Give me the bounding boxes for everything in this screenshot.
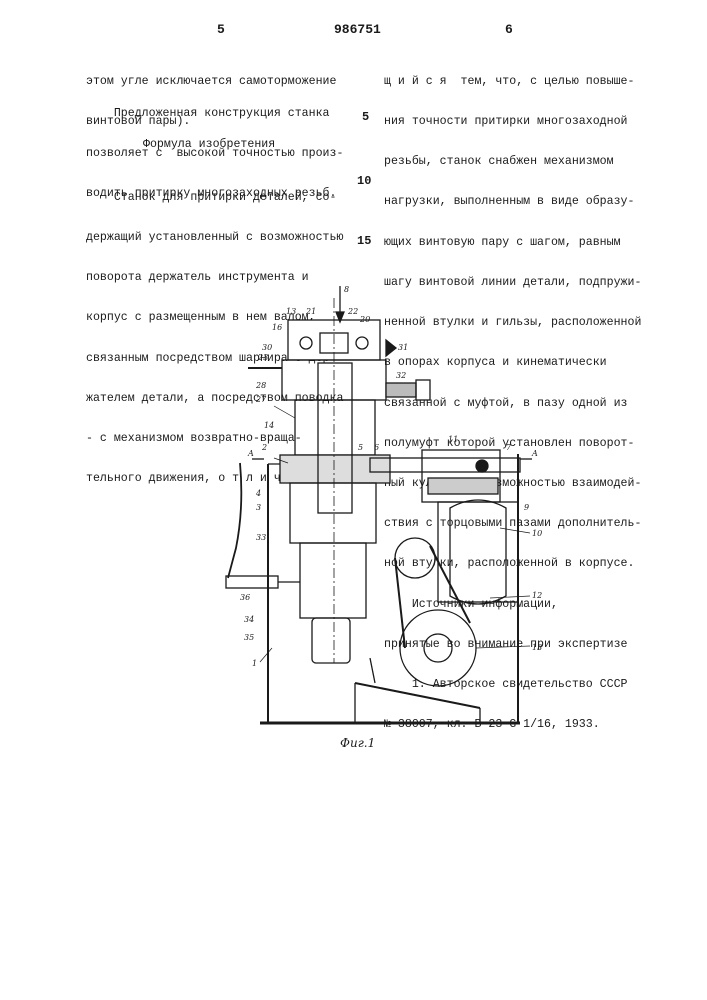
label-10: 10	[532, 529, 542, 538]
label-22: 22	[347, 307, 358, 316]
label-A-right: A	[531, 449, 538, 458]
label-27: 27	[255, 395, 267, 404]
label-11: 11	[448, 435, 458, 444]
text-line: ющих винтовую пару с шагом, равным	[384, 236, 641, 249]
label-14: 14	[264, 421, 274, 430]
text-line: резьбы, станок снабжен механизмом	[384, 155, 641, 168]
text-line: щ и й с я тем, что, с целью повыше-	[384, 75, 641, 88]
label-35: 35	[244, 633, 254, 642]
page-number-left: 5	[217, 22, 225, 37]
line-number-10: 10	[357, 174, 371, 188]
label-3: 3	[256, 503, 261, 512]
label-1: 1	[252, 659, 257, 668]
label-13: 13	[286, 307, 296, 316]
label-34: 34	[244, 615, 254, 624]
text-line: Станок для притирки деталей, со-	[86, 191, 343, 204]
page-number-right: 6	[505, 22, 513, 37]
label-21: 21	[305, 307, 316, 316]
label-23: 23	[257, 353, 268, 362]
line-number-5: 5	[362, 110, 369, 124]
label-A-left: A	[247, 449, 254, 458]
claims-heading: Формула изобретения	[143, 138, 275, 151]
text-line: нагрузки, выполненным в виде образу-	[384, 195, 641, 208]
label-32: 32	[396, 371, 406, 380]
line-number-15: 15	[357, 234, 371, 248]
label-6: 6	[374, 443, 379, 452]
label-30: 30	[262, 343, 272, 352]
label-4: 4	[255, 489, 261, 498]
label-31: 31	[398, 343, 408, 352]
label-7: 7	[506, 443, 512, 452]
label-2: 2	[261, 443, 267, 452]
label-33: 33	[256, 533, 266, 542]
label-28: 28	[255, 381, 266, 390]
patent-number: 986751	[334, 22, 381, 37]
text-line: ния точности притирки многозаходной	[384, 115, 641, 128]
text-line: Предложенная конструкция станка	[86, 107, 343, 120]
label-5: 5	[358, 443, 363, 452]
label-13-bottom: 13	[532, 643, 542, 652]
figure-caption: Фиг.1	[340, 736, 375, 750]
text-line: держащий установленный с возможностью	[86, 231, 343, 244]
label-12: 12	[532, 591, 542, 600]
label-8: 8	[344, 285, 349, 294]
label-20: 20	[359, 315, 370, 324]
label-36: 36	[240, 593, 250, 602]
label-9: 9	[524, 503, 529, 512]
technical-drawing: 8 13 21 22 20 16 30 23 31 28 27 32 14 2 …	[200, 278, 560, 758]
label-16: 16	[272, 323, 282, 332]
